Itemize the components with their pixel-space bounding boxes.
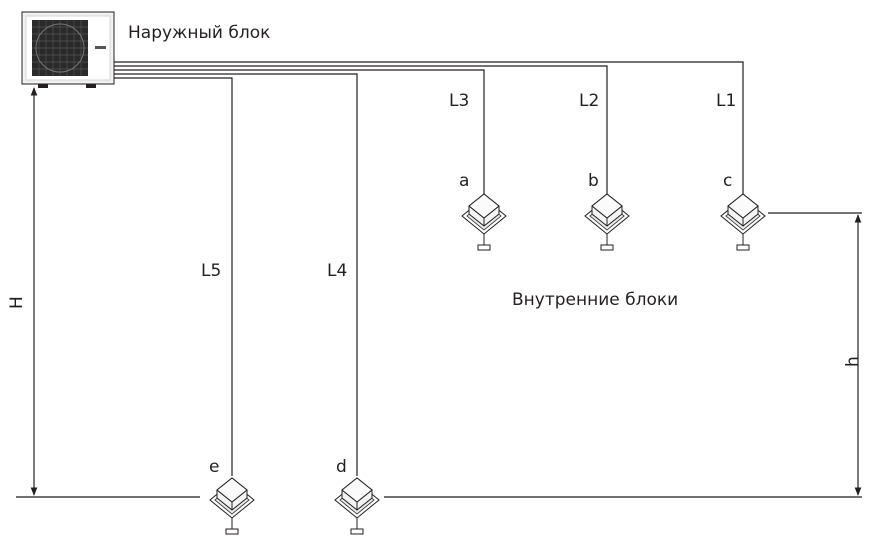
pipe-label-l1: L1 bbox=[716, 91, 736, 111]
indoor-unit-b-icon bbox=[584, 193, 630, 251]
pipe-l3 bbox=[114, 69, 485, 196]
pipe-label-l3: L3 bbox=[449, 91, 469, 111]
unit-label-d: d bbox=[336, 457, 347, 477]
pipe-l2 bbox=[114, 65, 608, 196]
pipe-label-l5: L5 bbox=[201, 261, 221, 281]
unit-label-a: a bbox=[459, 171, 469, 191]
indoor-units-label: Внутренние блоки bbox=[512, 290, 678, 310]
unit-label-c: c bbox=[723, 171, 732, 191]
unit-label-e: e bbox=[209, 457, 219, 477]
outdoor-unit-icon bbox=[21, 11, 115, 88]
pipes bbox=[114, 61, 744, 476]
pipe-l4 bbox=[114, 73, 358, 476]
pipe-l5 bbox=[114, 77, 233, 476]
indoor-unit-a-icon bbox=[461, 193, 507, 251]
indoor-unit-d-icon bbox=[334, 477, 380, 535]
pipe-label-l4: L4 bbox=[327, 261, 347, 281]
indoor-unit-e-icon bbox=[209, 477, 255, 535]
pipe-label-l2: L2 bbox=[579, 91, 599, 111]
dimension-label-H: H bbox=[7, 296, 27, 309]
pipe-l1 bbox=[114, 61, 744, 196]
outdoor-unit-label: Наружный блок bbox=[128, 23, 270, 43]
height-dimension-h bbox=[384, 212, 862, 498]
indoor-unit-c-icon bbox=[720, 193, 766, 251]
height-dimension-H bbox=[16, 87, 200, 498]
unit-label-b: b bbox=[588, 171, 599, 191]
dimension-label-h: h bbox=[843, 356, 863, 367]
